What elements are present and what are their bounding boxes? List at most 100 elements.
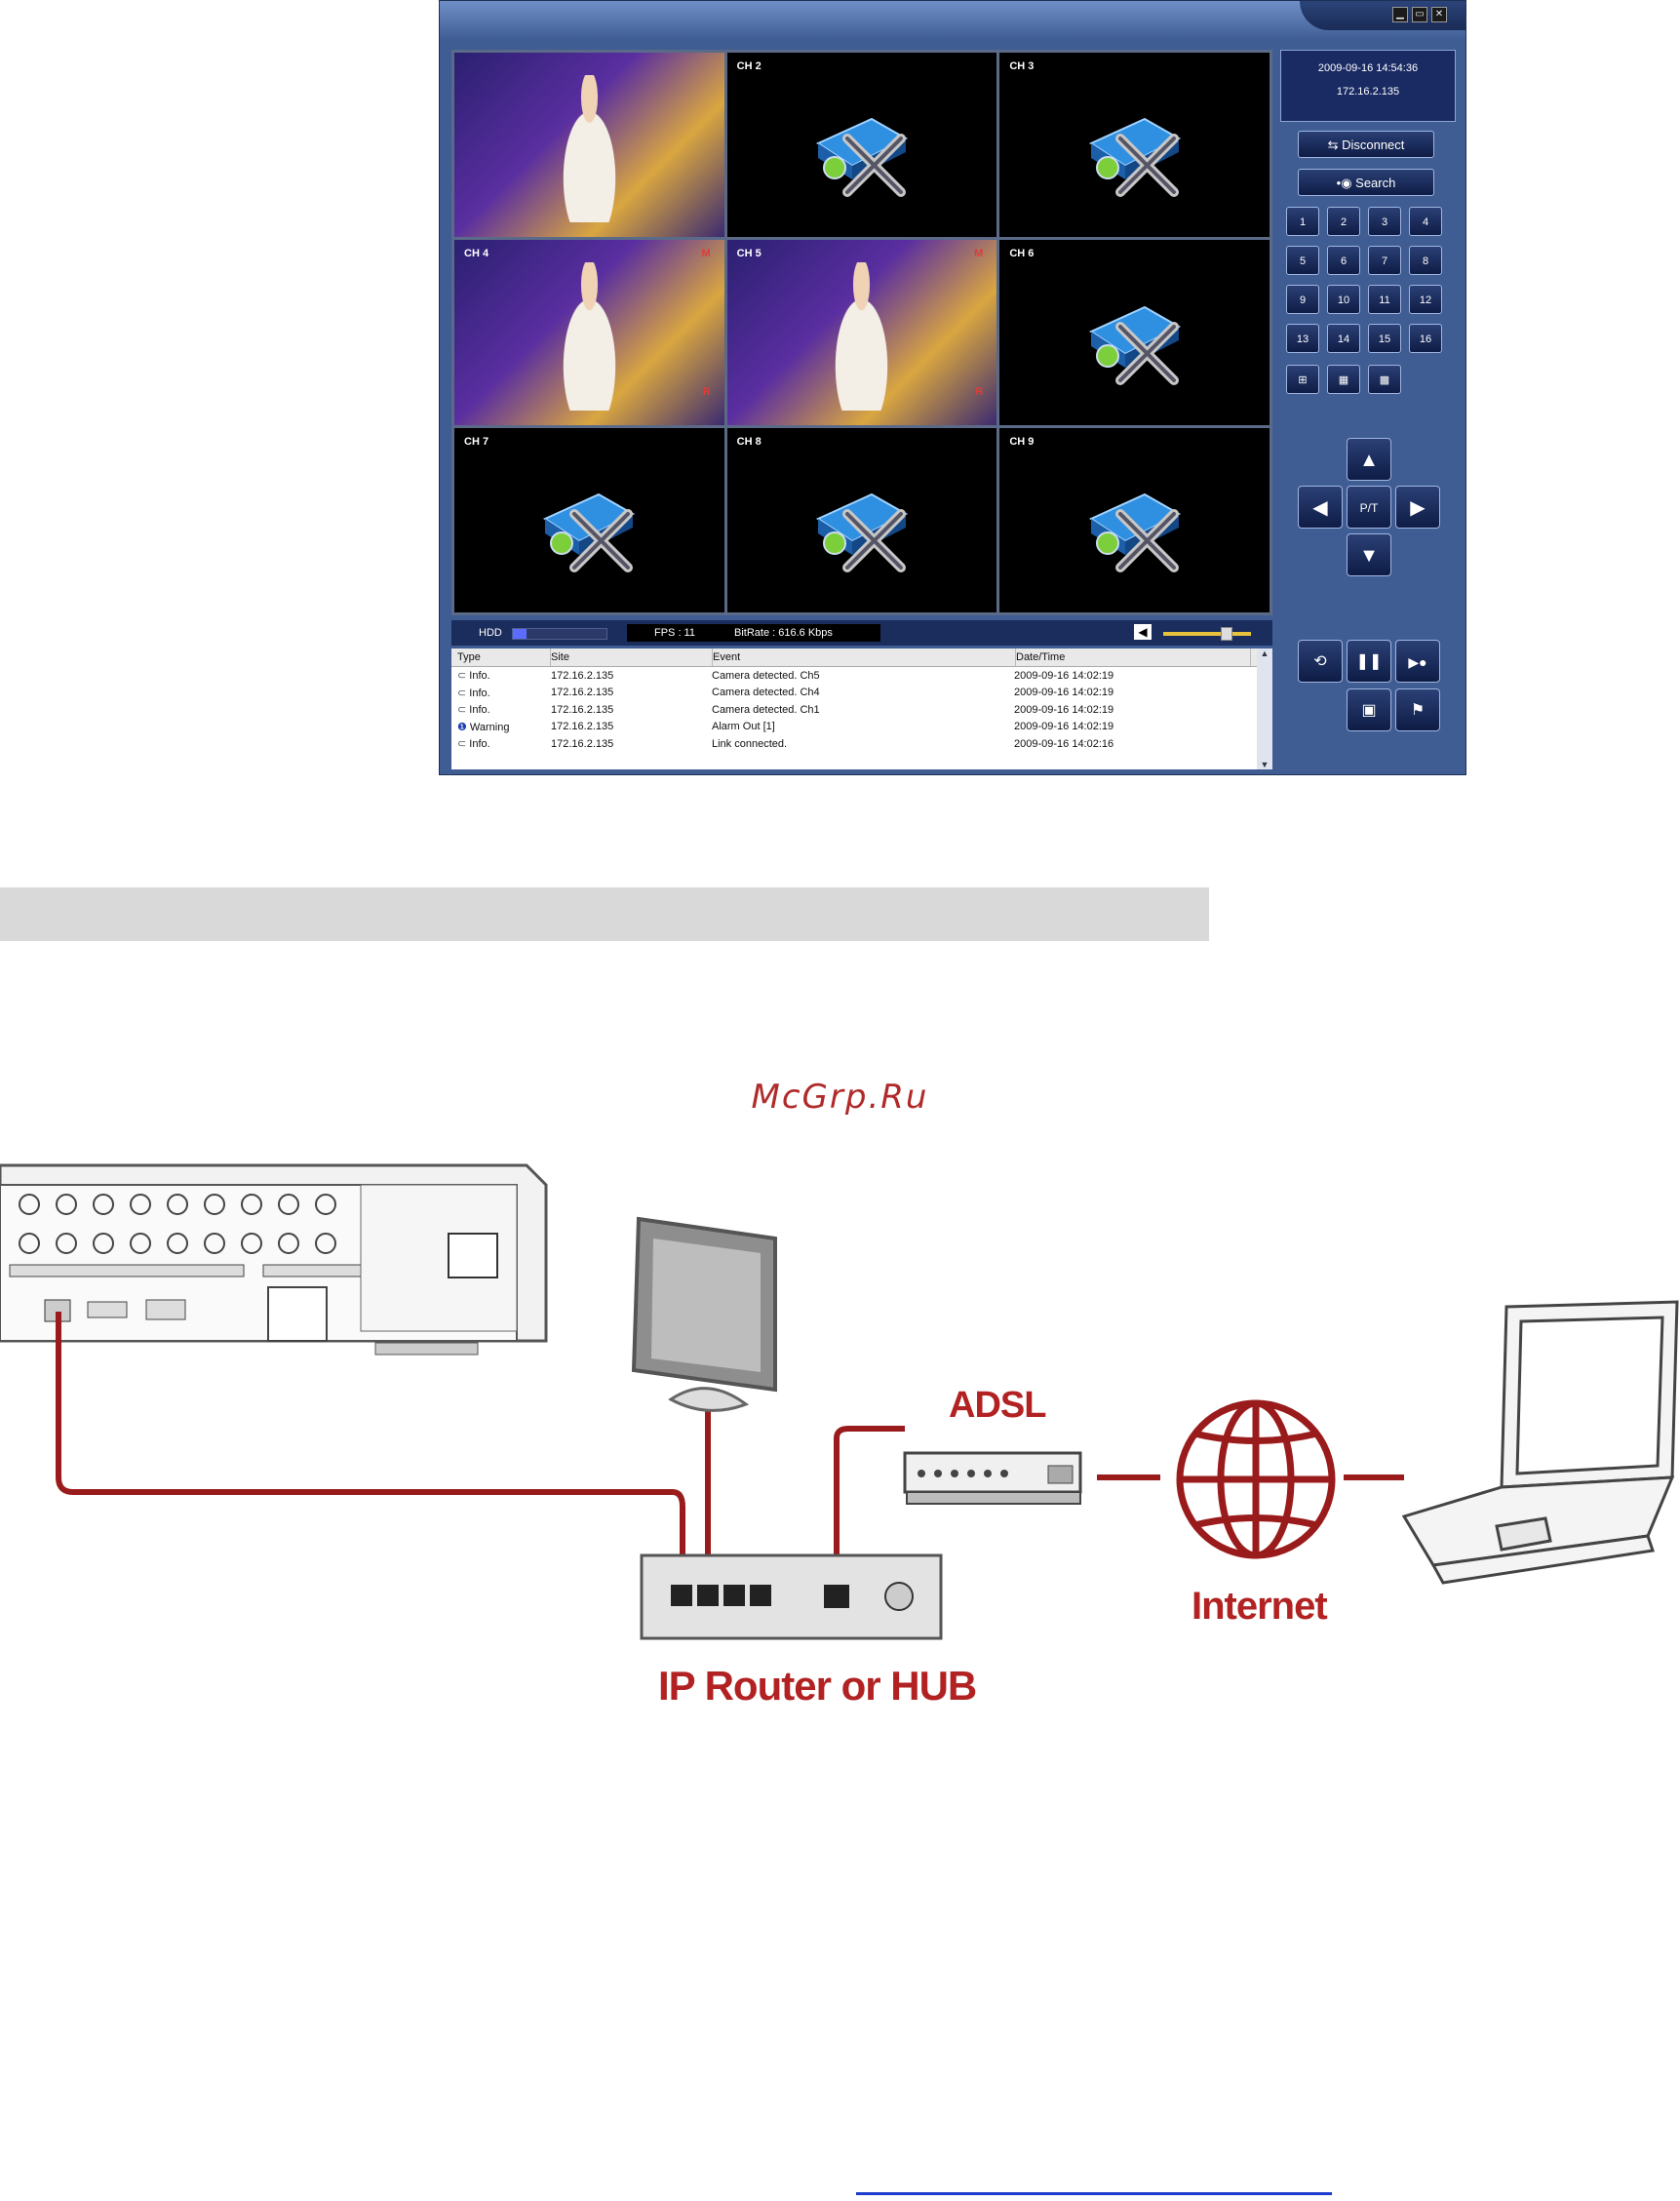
layout-nine-icon[interactable]: ▦ (1327, 365, 1360, 394)
fps-readout: FPS : 11 (654, 627, 695, 639)
search-icon: •◉ (1336, 176, 1356, 190)
channel-button-9[interactable]: 9 (1286, 285, 1319, 314)
column-event[interactable]: Event (713, 649, 1016, 666)
internet-label: Internet (1192, 1585, 1328, 1628)
camera-cell-ch7[interactable]: CH 7 (454, 427, 724, 612)
camera-cell-ch2[interactable]: CH 2 (726, 53, 997, 238)
channel-button-11[interactable]: 11 (1368, 285, 1401, 314)
no-camera-icon (1088, 305, 1181, 385)
camera-video-feed (548, 262, 630, 411)
network-diagram-art (0, 1163, 1679, 1640)
log-time: 2009-09-16 14:02:16 (1014, 737, 1114, 750)
log-site: 172.16.2.135 (551, 703, 614, 716)
ptz-right-button[interactable]: ▶ (1395, 486, 1440, 529)
table-row[interactable]: ⊂ Info. 172.16.2.135 Camera detected. Ch1 2… (451, 701, 1272, 719)
no-camera-icon (1088, 118, 1181, 198)
column-datetime[interactable]: Date/Time (1016, 649, 1251, 666)
scroll-down-icon[interactable]: ▼ (1260, 760, 1270, 769)
speaker-icon[interactable]: ◀ (1134, 624, 1152, 640)
log-event: Camera detected. Ch1 (712, 703, 820, 716)
channel-label: CH 9 (1009, 435, 1035, 448)
title-tab: ▁ ▭ ✕ (1300, 1, 1465, 30)
channel-button-5[interactable]: 5 (1286, 246, 1319, 275)
hdd-usage-fill (513, 629, 527, 639)
channel-button-14[interactable]: 14 (1327, 324, 1360, 353)
channel-button-1[interactable]: 1 (1286, 207, 1319, 236)
channel-label: CH 7 (464, 435, 489, 448)
log-site: 172.16.2.135 (551, 737, 614, 750)
minimize-icon[interactable]: ▁ (1392, 7, 1408, 22)
search-button[interactable]: •◉ Search (1298, 169, 1434, 196)
channel-button-3[interactable]: 3 (1368, 207, 1401, 236)
disconnect-label: Disconnect (1342, 138, 1405, 152)
log-event: Link connected. (712, 737, 788, 750)
camera-cell-ch9[interactable]: CH 9 (999, 427, 1270, 612)
camera-cell-ch8[interactable]: CH 8 (726, 427, 997, 612)
log-type: ⊂ Info. (457, 738, 490, 751)
ip-readout: 172.16.2.135 (1336, 86, 1400, 98)
ptz-center-button[interactable]: P/T (1347, 486, 1391, 529)
channel-button-12[interactable]: 12 (1409, 285, 1442, 314)
event-log-scrollbar[interactable]: ▲ ▼ (1257, 649, 1272, 769)
channel-label: CH 5 (736, 248, 762, 260)
log-type: ⊂ Info. (457, 704, 490, 717)
log-event: Alarm Out [1] (712, 721, 775, 733)
maximize-icon[interactable]: ▭ (1412, 7, 1427, 22)
disconnect-button[interactable]: ⇆ Disconnect (1298, 131, 1434, 158)
column-site[interactable]: Site (551, 649, 713, 666)
ptz-up-button[interactable]: ▲ (1347, 438, 1391, 481)
info-icon: ⊂ (457, 738, 470, 751)
alarm-icon[interactable]: ⚑ (1395, 688, 1440, 731)
volume-slider-knob[interactable] (1220, 627, 1232, 641)
adsl-label: ADSL (949, 1385, 1046, 1426)
channel-button-7[interactable]: 7 (1368, 246, 1401, 275)
pause-icon[interactable]: ❚❚ (1347, 640, 1391, 683)
column-type[interactable]: Type (451, 649, 551, 666)
info-icon: ⊂ (457, 687, 470, 699)
scroll-up-icon[interactable]: ▲ (1260, 649, 1270, 658)
playback-icon[interactable]: ⟲ (1298, 640, 1343, 683)
no-camera-icon (815, 492, 909, 573)
watermark: McGrp.Ru (751, 1078, 929, 1117)
log-time: 2009-09-16 14:02:19 (1014, 703, 1114, 716)
channel-flag-m: M (974, 248, 984, 260)
dvr-rear-panel (0, 1163, 548, 1356)
layout-quad-icon[interactable]: ⊞ (1286, 365, 1319, 394)
channel-label: CH 4 (464, 248, 489, 260)
channel-button-15[interactable]: 15 (1368, 324, 1401, 353)
close-icon[interactable]: ✕ (1431, 7, 1447, 22)
internet-globe-icon (1176, 1399, 1336, 1559)
channel-button-10[interactable]: 10 (1327, 285, 1360, 314)
channel-button-13[interactable]: 13 (1286, 324, 1319, 353)
layout-sixteen-icon[interactable]: ▩ (1368, 365, 1401, 394)
log-site: 172.16.2.135 (551, 687, 614, 699)
search-label: Search (1355, 176, 1396, 190)
table-row[interactable]: ⊂ Info. 172.16.2.135 Link connected. 2009-0… (451, 735, 1272, 753)
log-time: 2009-09-16 14:02:19 (1014, 669, 1114, 682)
camera-cell-ch1[interactable] (454, 53, 724, 238)
channel-button-4[interactable]: 4 (1409, 207, 1442, 236)
ptz-left-button[interactable]: ◀ (1298, 486, 1343, 529)
bottom-link-underline[interactable] (856, 2192, 1332, 2195)
connection-info: 2009-09-16 14:54:36 172.16.2.135 (1280, 50, 1456, 122)
camera-cell-ch3[interactable]: CH 3 (999, 53, 1270, 238)
record-icon[interactable]: ▶● (1395, 640, 1440, 683)
channel-button-8[interactable]: 8 (1409, 246, 1442, 275)
channel-button-16[interactable]: 16 (1409, 324, 1442, 353)
ptz-down-button[interactable]: ▼ (1347, 533, 1391, 576)
no-camera-icon (543, 492, 636, 573)
volume-slider[interactable] (1163, 627, 1251, 641)
snapshot-icon[interactable]: ▣ (1347, 688, 1391, 731)
channel-button-2[interactable]: 2 (1327, 207, 1360, 236)
channel-button-6[interactable]: 6 (1327, 246, 1360, 275)
event-log: Type Site Event Date/Time ⊂ Info.172.16.… (451, 649, 1272, 769)
log-type: ⊂ Info. (457, 670, 490, 683)
camera-cell-ch6[interactable]: CH 6 (999, 240, 1270, 425)
